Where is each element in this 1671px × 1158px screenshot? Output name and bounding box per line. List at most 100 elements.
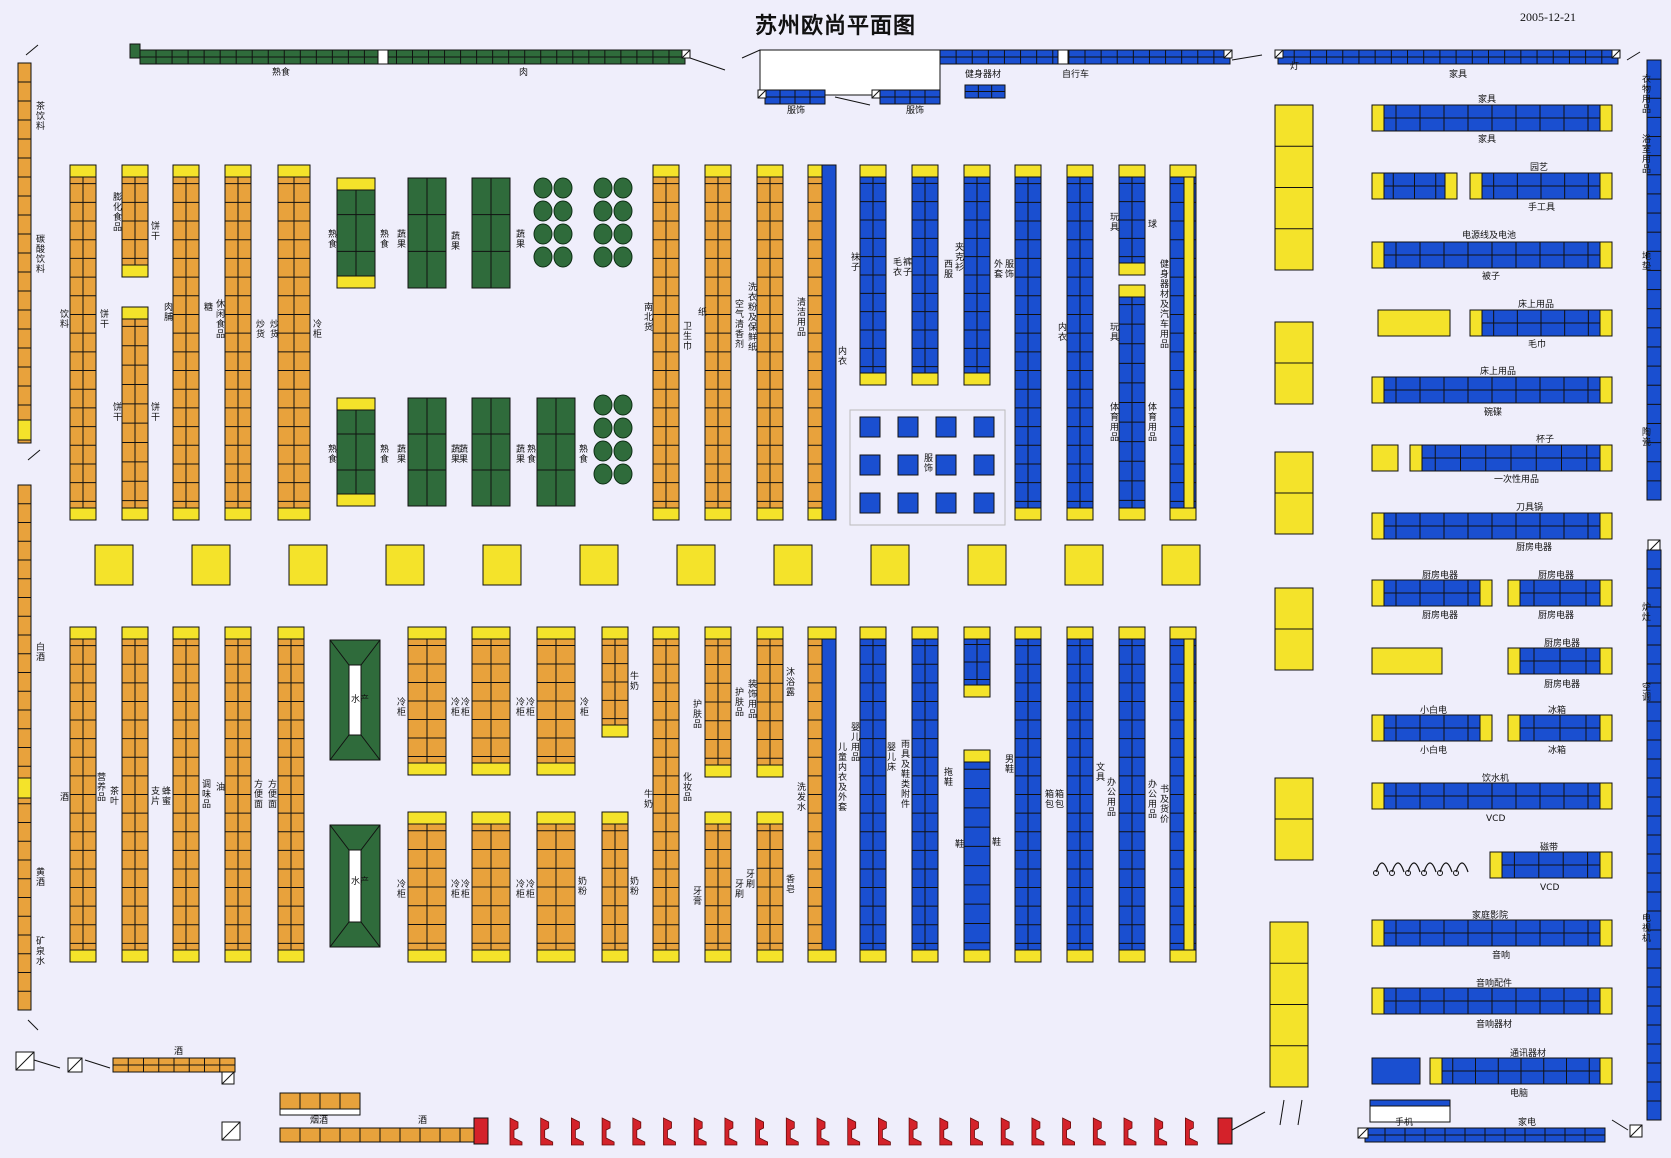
label-lo-naifen: 奶粉 — [578, 877, 588, 897]
label-rs-yinshuiji: 饮水机 — [1482, 774, 1510, 784]
label-rs-tongxun: 通讯器材 — [1510, 1049, 1547, 1059]
label-r-tiyu: 体育用品 — [1110, 403, 1120, 443]
aisle-upper-2b-cap-bottom — [121, 507, 149, 521]
rs-shelf-yuanyi-b-cap-right — [1599, 172, 1613, 200]
cold-lower-4-cap-top — [601, 811, 629, 825]
label-left-tansuan: 碳酸饮料 — [36, 235, 46, 275]
checkout-counter — [509, 1117, 523, 1146]
label-rs-yinxiangqicai: 音响器材 — [1476, 1020, 1513, 1030]
rs-shelf-dianyuan-cap-right — [1599, 241, 1613, 269]
label-rs-beizi: 被子 — [1482, 272, 1501, 282]
rs-shelf-xiaobaidian-cap-left — [1371, 714, 1385, 742]
label-b-binggan3: 饼干 — [151, 403, 161, 423]
top-fushi-hatch-a-hatch — [757, 89, 767, 99]
bottom-red-end-right — [1217, 1117, 1233, 1145]
rs-shelf-yinshuiji-cap-left — [1371, 782, 1385, 810]
fruit-bin-b — [593, 223, 613, 245]
rs-shelf-yuanyi-b-cap-left — [1469, 172, 1483, 200]
center-fushi-table — [973, 416, 995, 438]
top-green-end — [129, 43, 141, 59]
rs-shelf-chufang-c-cap-right — [1599, 647, 1613, 675]
map-date: 2005-12-21 — [1520, 10, 1576, 24]
aisle-upper-15b-cap-bottom — [1118, 507, 1146, 521]
center-fushi-table — [973, 454, 995, 476]
checkout-counter — [1154, 1117, 1168, 1146]
label-right-yushi: 浴室用品 — [1642, 135, 1652, 175]
label-p-waitao: 外套 — [994, 260, 1004, 280]
checkout-counter — [816, 1117, 830, 1146]
tape-hook — [1391, 862, 1405, 873]
label-b-binggan: 饼干 — [151, 222, 161, 242]
label-o-jiake: 夹克衫 — [955, 243, 965, 273]
aisle-lower-13-cap-bottom — [1014, 949, 1042, 963]
aisle-lower-6-cap-bottom — [652, 949, 680, 963]
promo-block-middle — [288, 544, 328, 586]
fruit-bin-c — [613, 463, 633, 485]
promo-block-middle — [482, 544, 522, 586]
promo-block-middle — [385, 544, 425, 586]
label-rs-cidai: 磁带 — [1540, 843, 1559, 853]
label-top-shudian: 熟食 — [272, 68, 291, 78]
aisle-lower-10-cap-top — [859, 626, 887, 640]
entrance-arrow-1 — [1279, 1099, 1285, 1126]
rs-shelf-chufang-c-cap-left — [1507, 647, 1521, 675]
label-i-shucai2: 蔬果 — [516, 230, 526, 250]
aisle-upper-4-cap-bottom — [224, 507, 252, 521]
rs-shelf-beizi-cap-left — [1409, 444, 1423, 472]
label-rs-chufang-d: 厨房电器 — [1538, 611, 1575, 621]
label-lo-yagao: 牙膏 — [693, 887, 703, 907]
label-bottom-jiu2: 酒 — [418, 1116, 428, 1126]
promo-block-middle — [94, 544, 134, 586]
veg-upper-1-cap-bottom — [336, 275, 376, 289]
aisle-lower-7b-cap-top — [704, 811, 732, 825]
cold-upper-3-cap-bottom — [536, 762, 576, 776]
label-g-shushi2: 熟食 — [579, 445, 589, 465]
checkout-counter — [724, 1117, 738, 1146]
label-lo-zhipian: 支片 — [151, 787, 161, 807]
aisle-lower-7b-cap-bottom — [704, 949, 732, 963]
label-a-binggan: 饼干 — [100, 310, 110, 330]
entrance-arrow-2 — [1297, 1099, 1303, 1126]
aisle-lower-6-cap-top — [652, 626, 680, 640]
label-m-qingjie: 清洁用品 — [797, 298, 807, 338]
fruit-bin-b — [613, 246, 633, 268]
rs-shelf-yinxiangpeijian-cap-right — [1599, 987, 1613, 1015]
aisle-lower-11-cap-top — [911, 626, 939, 640]
label-rs-chufang-e: 厨房电器 — [1544, 639, 1581, 649]
promo-block-middle — [191, 544, 231, 586]
aisle-upper-13-cap-bottom — [1014, 507, 1042, 521]
label-b-penghua: 膨化食品 — [113, 193, 123, 233]
aisle-upper-6-cap-top — [652, 164, 680, 178]
label-lo-xie: 鞋 — [955, 840, 965, 850]
left-bottom-hatch-b-hatch — [67, 1057, 83, 1073]
promo-block-middle — [967, 544, 1007, 586]
center-fushi-table — [859, 492, 881, 514]
tape-hook-ring — [1453, 870, 1459, 876]
label-right-dianshiji: 电视机 — [1642, 914, 1652, 944]
label-lo-lenggui: 冷柜 — [461, 880, 471, 900]
aisle-upper-9-blue — [821, 164, 837, 521]
aisle-upper-8-cap-top — [756, 164, 784, 178]
left-shelf-a-yellow — [17, 419, 32, 441]
label-lo-ertong: 儿童内衣及外套 — [838, 743, 848, 813]
label-lo-yinger: 婴儿用品 — [851, 723, 861, 763]
label-right-yiwu: 衣物用品 — [1642, 75, 1652, 115]
checkout-counter — [878, 1117, 891, 1146]
aisle-lower-16-cap-top — [1169, 626, 1197, 640]
aisle-lower-4-cap-bottom — [224, 949, 252, 963]
label-rs-bingxiang2: 冰箱 — [1548, 746, 1567, 756]
cold-lower-2-cap-top — [471, 811, 511, 825]
center-fushi-table — [935, 454, 957, 476]
label-lo-lenggui: 冷柜 — [516, 880, 526, 900]
label-lo-lenggui: 冷柜 — [451, 880, 461, 900]
cold-upper-1-cap-bottom — [407, 762, 447, 776]
label-bottom-yanjiu: 烟酒 — [310, 1116, 329, 1126]
label-lo-bangong2: 办公用品 — [1148, 780, 1158, 820]
aisle-lower-1-cap-bottom — [69, 949, 97, 963]
aisle-upper-10-cap-bottom — [859, 372, 887, 386]
rs-shelf-yinxiangpeijian-cap-left — [1371, 987, 1385, 1015]
aisle-upper-7-cap-bottom — [704, 507, 732, 521]
label-n-wazi: 袜子 — [851, 253, 861, 273]
aisle-lower-9-cap-top — [807, 626, 837, 640]
center-fushi-table — [859, 454, 881, 476]
